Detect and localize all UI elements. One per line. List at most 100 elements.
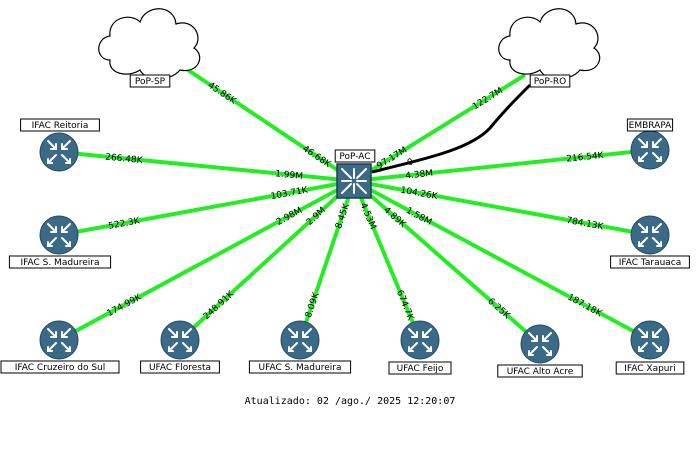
node-label-box bbox=[0, 360, 120, 374]
node-label-box bbox=[334, 149, 376, 163]
link-floresta-line bbox=[178, 179, 356, 342]
link-embrapa-line bbox=[353, 148, 651, 183]
node-label-floresta: UFAC Floresta bbox=[140, 360, 220, 374]
node-alto-acre[interactable]: UFAC Alto Acre bbox=[497, 324, 583, 378]
node-label-box bbox=[615, 361, 685, 375]
link-cruzeiro-in-label-text: 174.99K bbox=[106, 292, 145, 319]
link-floresta-in-label-text: 248.91K bbox=[202, 289, 237, 322]
link-alto-acre-in-label: 6.25K bbox=[485, 297, 512, 322]
updated-timestamp: Atualizado: 02 /ago./ 2025 12:20:07 bbox=[245, 396, 456, 407]
link-feijo-in-label: 674.7K bbox=[394, 289, 416, 323]
node-cruzeiro[interactable]: IFAC Cruzeiro do Sul bbox=[0, 320, 120, 374]
node-label-ufac-madureira: UFAC S. Madureira bbox=[248, 360, 352, 374]
node-label-box bbox=[626, 118, 674, 132]
link-pop-ro-in-label-text: 122.7M bbox=[471, 86, 505, 112]
node-label-box bbox=[8, 255, 112, 269]
node-label-text: IFAC Xapuri bbox=[624, 364, 675, 374]
node-label-reitoria: IFAC Reitoria bbox=[20, 118, 100, 132]
node-label-alto-acre: UFAC Alto Acre bbox=[497, 364, 583, 378]
node-reitoria[interactable]: IFAC Reitoria bbox=[20, 118, 100, 172]
node-pop-ac[interactable]: PoP-AC bbox=[334, 149, 376, 199]
node-ifac-madureira[interactable]: IFAC S. Madureira bbox=[8, 215, 112, 269]
node-label-text: IFAC S. Madureira bbox=[20, 258, 99, 268]
link-ifac-madureira-line bbox=[58, 179, 355, 237]
link-embrapa[interactable]: 4.38M 216.54K bbox=[353, 148, 651, 183]
link-cruzeiro-out-label-text: 2.98M bbox=[275, 206, 304, 228]
link-cruzeiro-line bbox=[58, 179, 355, 342]
node-label-text: UFAC S. Madureira bbox=[259, 363, 342, 373]
link-pop-sp-in-label-text: 45.86K bbox=[206, 81, 239, 108]
link-pop-ro-backup-line bbox=[371, 83, 532, 174]
link-embrapa-in-label: 216.54K bbox=[566, 151, 605, 165]
router-icon bbox=[520, 324, 560, 364]
router-icon bbox=[39, 320, 79, 360]
link-xapuri-in-label-text: 187.18K bbox=[566, 293, 605, 320]
link-tarauaca-in-label-text: 784.13K bbox=[565, 216, 605, 233]
link-feijo-in-label-text: 674.7K bbox=[394, 289, 416, 323]
node-label-text: PoP-SP bbox=[135, 77, 166, 87]
link-pop-ro-backup[interactable]: 0 bbox=[371, 83, 532, 174]
node-label-box bbox=[20, 118, 100, 132]
link-cruzeiro-out-label: 2.98M bbox=[275, 206, 304, 228]
link-ufac-madureira-in-label-text: 8.09K bbox=[304, 290, 322, 319]
link-ifac-madureira-in-label: 522.3K bbox=[108, 216, 142, 232]
link-ifac-madureira-in-label-text: 522.3K bbox=[108, 216, 142, 232]
node-pop-sp[interactable]: PoP-SP bbox=[98, 8, 201, 88]
node-ufac-madureira[interactable]: UFAC S. Madureira bbox=[248, 320, 352, 374]
node-label-text: UFAC Alto Acre bbox=[507, 367, 574, 377]
node-label-pop-ro: PoP-RO bbox=[529, 74, 571, 88]
node-label-text: PoP-AC bbox=[339, 152, 370, 162]
link-alto-acre-line bbox=[352, 179, 542, 346]
node-label-text: UFAC Feijo bbox=[397, 364, 444, 374]
link-reitoria-in-label-text: 266.48K bbox=[105, 153, 144, 167]
node-label-embrapa: EMBRAPA bbox=[626, 118, 674, 132]
link-feijo-out-label-text: 4.53M bbox=[358, 202, 378, 232]
node-floresta[interactable]: UFAC Floresta bbox=[140, 320, 220, 374]
nodes-layer: PoP-AC PoP-SP PoP-RO IFAC Reitoria EMBRAPA IF… bbox=[0, 8, 690, 378]
link-pop-ro-backup-out-label-text: 0 bbox=[406, 157, 415, 168]
link-feijo-line bbox=[352, 180, 422, 341]
node-tarauaca[interactable]: IFAC Tarauaca bbox=[610, 215, 690, 269]
link-pop-sp-line bbox=[183, 66, 356, 183]
link-pop-sp-out-label: 46.68K bbox=[300, 144, 333, 171]
link-xapuri-in-label: 187.18K bbox=[566, 293, 605, 320]
node-label-feijo: UFAC Feijo bbox=[388, 361, 452, 375]
node-label-pop-sp: PoP-SP bbox=[129, 74, 171, 88]
link-ufac-madureira-line bbox=[298, 180, 356, 341]
link-embrapa-in-label-text: 216.54K bbox=[566, 151, 605, 165]
node-label-box bbox=[497, 364, 583, 378]
link-floresta-in-label: 248.91K bbox=[202, 289, 237, 322]
router-icon bbox=[39, 215, 79, 255]
link-feijo-out-label: 4.53M bbox=[358, 202, 378, 232]
link-pop-sp-out-label-text: 46.68K bbox=[300, 144, 333, 171]
node-label-text: IFAC Reitoria bbox=[32, 121, 89, 131]
node-label-box bbox=[388, 361, 452, 375]
link-pop-sp-in-label: 45.86K bbox=[206, 81, 239, 108]
link-embrapa-out-label: 4.38M bbox=[405, 169, 434, 182]
link-pop-sp[interactable]: 46.68K 45.86K bbox=[183, 66, 356, 183]
node-embrapa[interactable]: EMBRAPA bbox=[626, 118, 674, 170]
node-label-ifac-madureira: IFAC S. Madureira bbox=[8, 255, 112, 269]
link-ifac-madureira-out-label-text: 103.71K bbox=[270, 185, 310, 202]
node-pop-ro[interactable]: PoP-RO bbox=[498, 8, 601, 88]
node-xapuri[interactable]: IFAC Xapuri bbox=[615, 320, 685, 375]
node-label-box bbox=[248, 360, 352, 374]
router-icon bbox=[39, 132, 79, 172]
link-tarauaca-line bbox=[353, 179, 651, 237]
link-embrapa-out-label-text: 4.38M bbox=[405, 169, 434, 182]
link-xapuri-line bbox=[353, 179, 651, 342]
link-tarauaca-out-label-text: 104.26K bbox=[400, 186, 440, 203]
link-ufac-madureira-out-label-text: 8.45K bbox=[334, 201, 352, 230]
router-icon bbox=[630, 320, 670, 360]
node-feijo[interactable]: UFAC Feijo bbox=[388, 320, 452, 375]
cloud-icon bbox=[98, 8, 201, 80]
node-label-box bbox=[529, 74, 571, 88]
link-ufac-madureira-out-label: 8.45K bbox=[334, 201, 352, 230]
node-label-pop-ac: PoP-AC bbox=[334, 149, 376, 163]
link-reitoria-in-label: 266.48K bbox=[105, 153, 144, 167]
link-reitoria-line bbox=[58, 150, 355, 183]
link-tarauaca-out-label: 104.26K bbox=[400, 186, 440, 203]
